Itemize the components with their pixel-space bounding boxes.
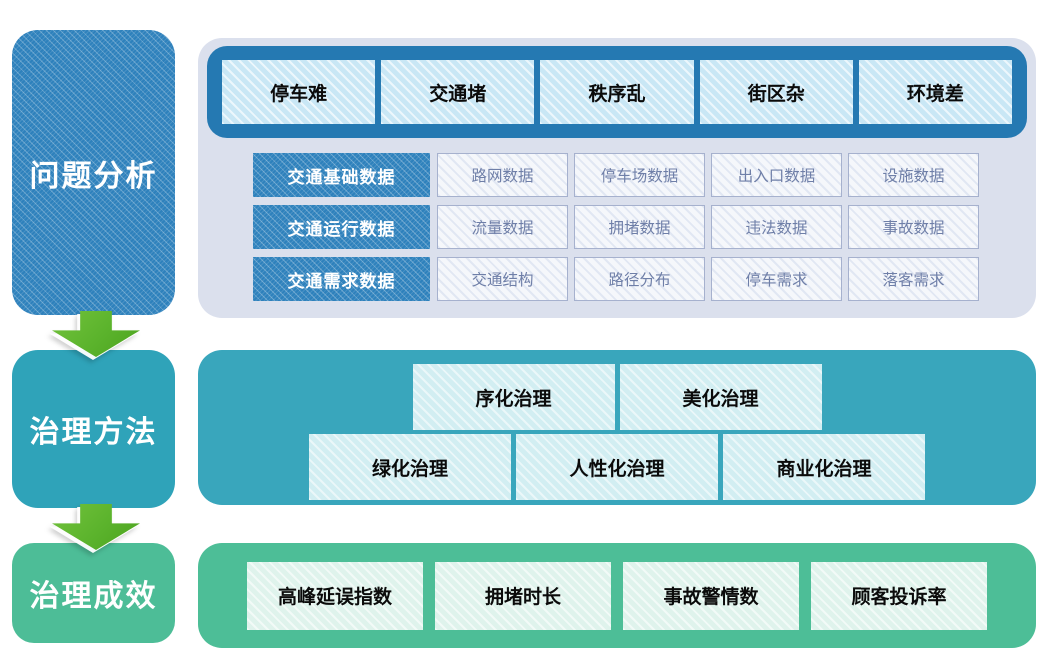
arrow-shape bbox=[52, 504, 140, 550]
data-grid: 交通基础数据 路网数据 停车场数据 出入口数据 设施数据 交通运行数据 流量数据… bbox=[253, 153, 985, 309]
down-arrow-icon bbox=[52, 504, 140, 550]
data-item: 设施数据 bbox=[848, 153, 979, 197]
stage-governance-method: 治理方法 bbox=[12, 350, 175, 508]
metric-box: 高峰延误指数 bbox=[247, 561, 423, 630]
arrow-shape bbox=[52, 311, 140, 357]
data-row: 交通基础数据 路网数据 停车场数据 出入口数据 设施数据 bbox=[253, 153, 985, 197]
metric-box: 顾客投诉率 bbox=[811, 561, 987, 630]
method-box: 序化治理 bbox=[412, 364, 615, 430]
metric-box: 拥堵时长 bbox=[435, 561, 611, 630]
data-category-label: 交通基础数据 bbox=[253, 153, 430, 197]
data-item: 拥堵数据 bbox=[574, 205, 705, 249]
down-arrow-icon bbox=[52, 311, 140, 357]
issue-box: 街区杂 bbox=[699, 60, 853, 124]
method-row: 绿化治理 人性化治理 商业化治理 bbox=[198, 434, 1036, 500]
stage-problem-analysis: 问题分析 bbox=[12, 30, 175, 315]
issue-box: 环境差 bbox=[858, 60, 1013, 124]
data-item: 交通结构 bbox=[437, 257, 568, 301]
data-item: 路网数据 bbox=[437, 153, 568, 197]
data-item: 路径分布 bbox=[574, 257, 705, 301]
method-row: 序化治理 美化治理 bbox=[198, 364, 1036, 430]
issue-box: 停车难 bbox=[222, 60, 376, 124]
data-category-label: 交通运行数据 bbox=[253, 205, 430, 249]
data-row: 交通运行数据 流量数据 拥堵数据 违法数据 事故数据 bbox=[253, 205, 985, 249]
method-box: 商业化治理 bbox=[723, 434, 925, 500]
data-item: 出入口数据 bbox=[711, 153, 842, 197]
governance-effect-panel: 高峰延误指数 拥堵时长 事故警情数 顾客投诉率 bbox=[198, 543, 1036, 648]
issue-box: 秩序乱 bbox=[540, 60, 694, 124]
data-item: 落客需求 bbox=[848, 257, 979, 301]
method-box: 绿化治理 bbox=[309, 434, 511, 500]
metric-box: 事故警情数 bbox=[623, 561, 799, 630]
method-box: 美化治理 bbox=[619, 364, 822, 430]
data-item: 违法数据 bbox=[711, 205, 842, 249]
data-item: 流量数据 bbox=[437, 205, 568, 249]
governance-method-panel: 序化治理 美化治理 绿化治理 人性化治理 商业化治理 bbox=[198, 350, 1036, 505]
data-category-label: 交通需求数据 bbox=[253, 257, 430, 301]
data-item: 停车需求 bbox=[711, 257, 842, 301]
issues-bar: 停车难 交通堵 秩序乱 街区杂 环境差 bbox=[207, 46, 1027, 138]
stage-governance-effect: 治理成效 bbox=[12, 543, 175, 643]
method-box: 人性化治理 bbox=[516, 434, 718, 500]
data-item: 事故数据 bbox=[848, 205, 979, 249]
data-row: 交通需求数据 交通结构 路径分布 停车需求 落客需求 bbox=[253, 257, 985, 301]
issue-box: 交通堵 bbox=[381, 60, 535, 124]
problem-analysis-panel: 停车难 交通堵 秩序乱 街区杂 环境差 交通基础数据 路网数据 停车场数据 出入… bbox=[198, 38, 1036, 318]
data-item: 停车场数据 bbox=[574, 153, 705, 197]
